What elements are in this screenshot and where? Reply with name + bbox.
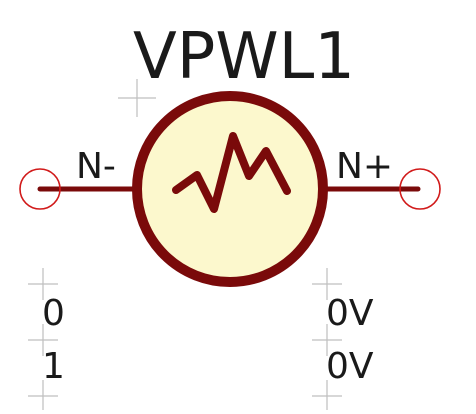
param-left-1: 0 <box>42 293 65 334</box>
anchor-crosshair-right-top <box>312 268 342 300</box>
pin-positive-terminal[interactable] <box>399 168 441 210</box>
anchor-crosshair-right-bottom <box>312 380 342 410</box>
anchor-crosshair-left-bottom <box>28 380 58 410</box>
pwl-waveform-icon <box>172 132 291 213</box>
reference-designator: VPWL1 <box>133 20 355 94</box>
anchor-crosshair-left-mid <box>28 324 58 356</box>
anchor-crosshair-left-top <box>28 268 58 300</box>
pin-positive-label: N+ <box>336 146 393 187</box>
param-left-2: 1 <box>42 346 65 387</box>
param-right-1: 0V <box>326 293 374 334</box>
anchor-crosshair-right-mid <box>312 324 342 356</box>
pin-negative-label: N- <box>76 146 116 187</box>
anchor-crosshair-reference <box>118 79 156 117</box>
pin-negative-terminal[interactable] <box>19 168 61 210</box>
source-body[interactable] <box>132 91 328 287</box>
param-right-2: 0V <box>326 346 374 387</box>
